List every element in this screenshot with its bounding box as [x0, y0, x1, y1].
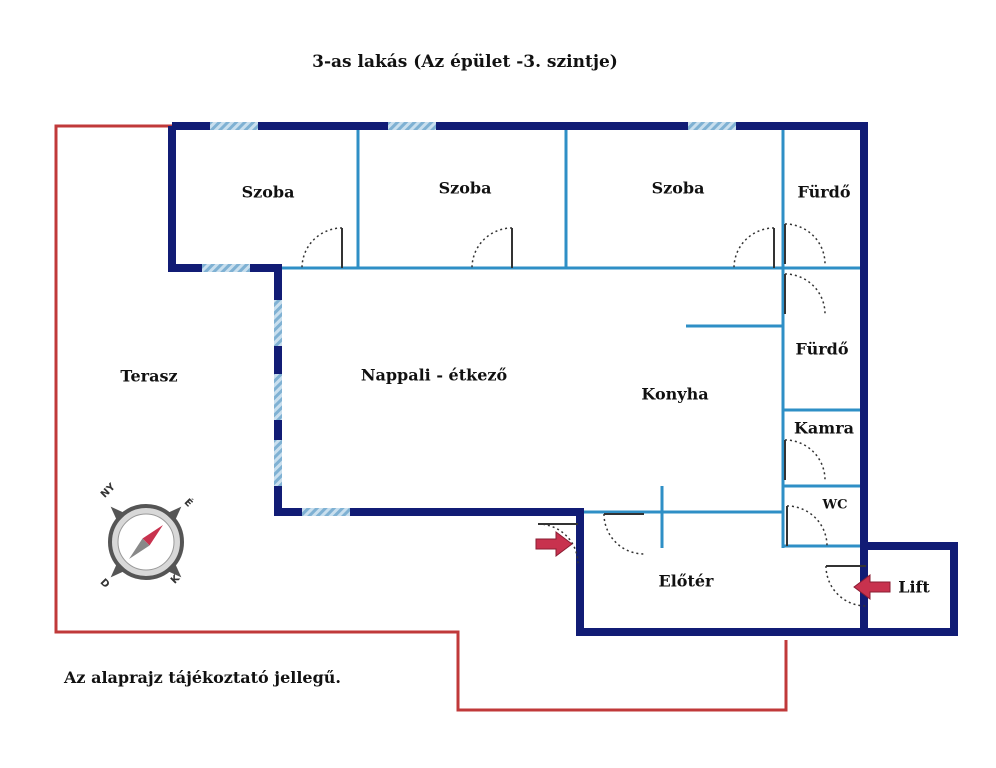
room-label-konyha: Konyha [641, 384, 709, 404]
terrace-outline [54, 124, 788, 712]
room-label-szoba-2: Szoba [438, 178, 492, 198]
compass-needle-north [142, 525, 163, 546]
compass-label-east: É [182, 496, 196, 510]
entry-arrows [535, 531, 891, 600]
inner-walls [278, 128, 864, 548]
room-label-szoba-1: Szoba [241, 182, 295, 202]
room-label-lift: Lift [898, 577, 930, 597]
room-label-terasz: Terasz [120, 366, 178, 386]
room-label-szoba-3: Szoba [651, 178, 705, 198]
compass-rose: NY É D K [98, 481, 196, 591]
room-label-wc: WC [822, 497, 848, 513]
compass-label-north: NY [99, 481, 118, 500]
plan-title: 3-as lakás (Az épület -3. szintje) [312, 52, 618, 72]
room-label-furdo-1: Fürdő [797, 182, 851, 202]
outer-walls [168, 122, 958, 636]
windows [202, 122, 736, 516]
compass-label-south: D [98, 577, 112, 591]
door-swings [301, 223, 867, 607]
entry-arrow-lift [853, 574, 891, 600]
compass-needle-south [129, 538, 150, 559]
entry-arrow-main [535, 531, 573, 557]
room-label-furdo-2: Fürdő [795, 339, 849, 359]
room-label-eloter: Előtér [658, 571, 714, 591]
disclaimer-note: Az alaprajz tájékoztató jellegű. [64, 668, 341, 687]
room-label-kamra: Kamra [794, 418, 854, 438]
room-label-nappali: Nappali - étkező [360, 365, 508, 385]
